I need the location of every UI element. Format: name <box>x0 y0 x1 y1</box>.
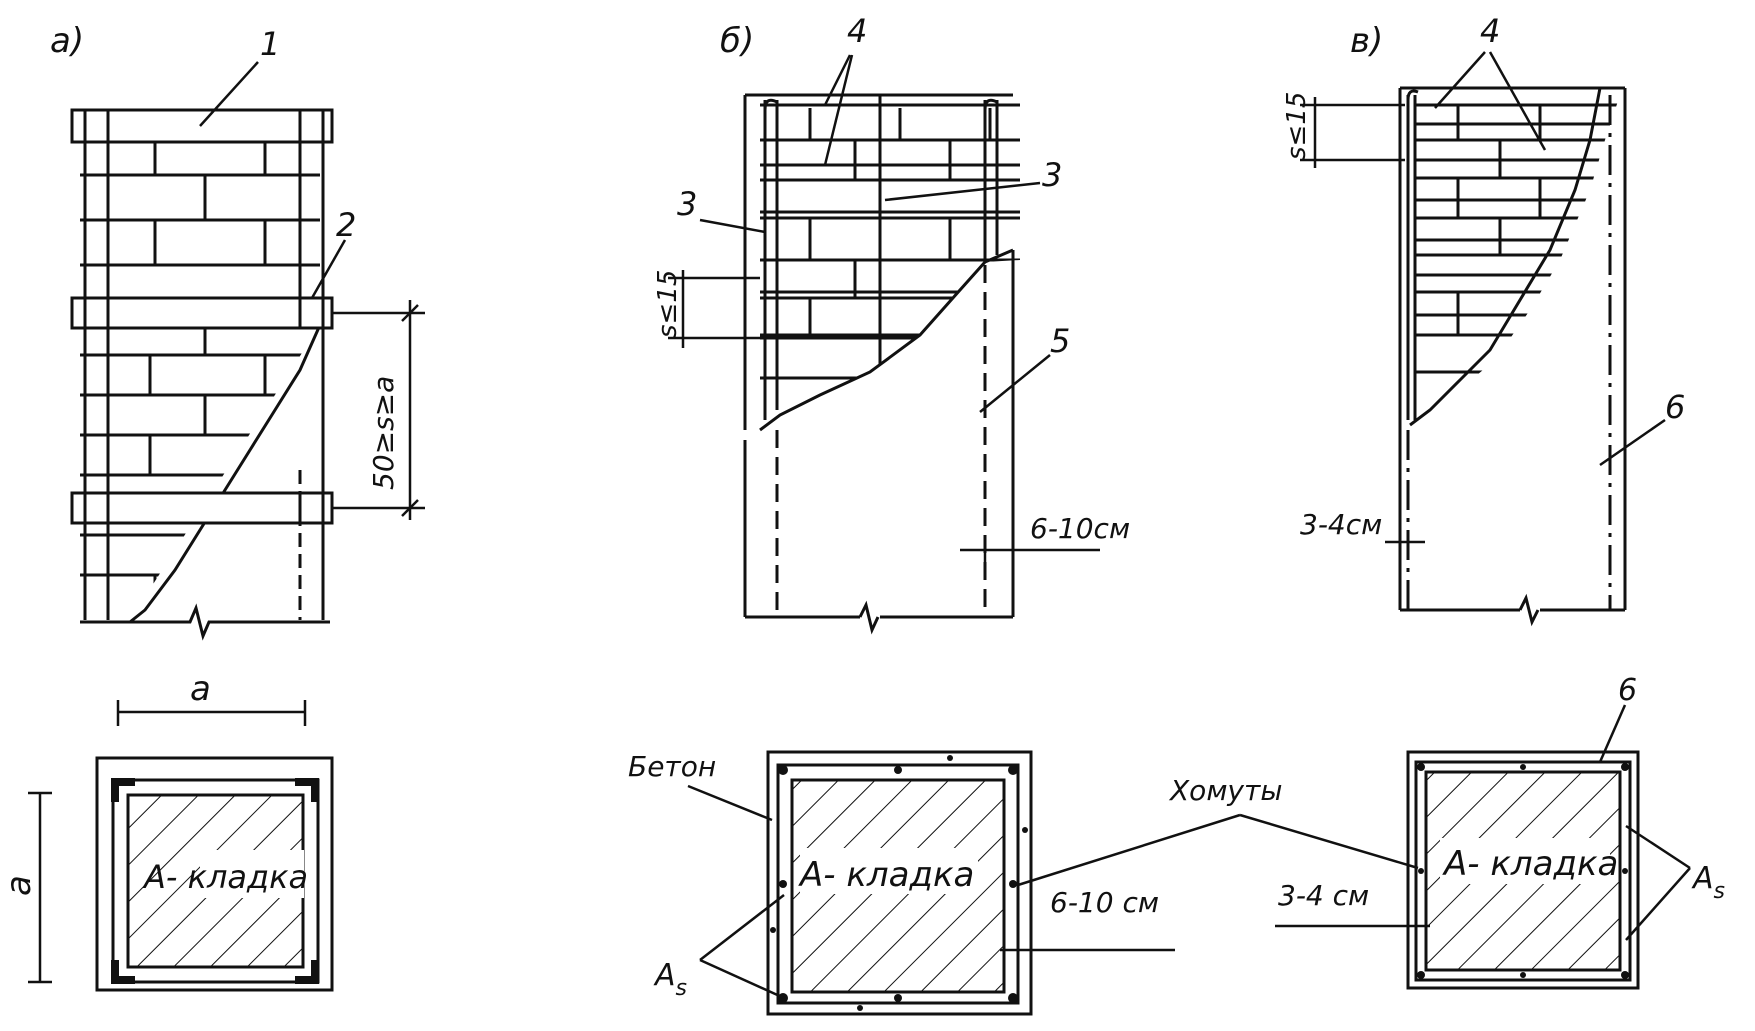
spacing-label-c: s≤15 <box>1282 92 1312 160</box>
leader-as-b-2 <box>699 958 785 1000</box>
spacing-label-b: s≤15 <box>653 270 683 338</box>
panel-c-label: в) <box>1350 21 1383 61</box>
batten-strap-middle <box>70 296 334 330</box>
leader-6-plan <box>1598 704 1627 763</box>
leader-stirrups-c <box>1239 813 1419 870</box>
bottom-break-mark-c <box>1518 593 1540 627</box>
spacing-dimension-c <box>1300 97 1405 168</box>
vertical-rebars-b <box>763 98 999 617</box>
leader-4c-1 <box>1434 51 1486 109</box>
spacing-dimension-b <box>668 270 760 348</box>
spacing-label-a: 50≥s≥a <box>367 376 400 490</box>
batten-strap-bottom <box>70 491 334 525</box>
corner-angle-sections-a <box>111 778 319 984</box>
vertical-rebars-c <box>1406 89 1612 610</box>
batten-strap-top <box>70 108 334 144</box>
panel-c-elevation: в) <box>1282 12 1685 627</box>
leader-4b-2 <box>823 54 854 166</box>
bottom-break-mark-b <box>858 600 880 635</box>
angle-ring-a <box>111 778 320 984</box>
leader-concrete <box>687 784 773 822</box>
panel-b-plan: А- кладка Бетон Хомуты 6-10 см As <box>628 750 1419 1016</box>
concrete-label: Бетон <box>628 750 716 783</box>
leader-4c-2 <box>1488 51 1547 151</box>
stirrups-label: Хомуты <box>1168 774 1282 807</box>
masonry-label-b: А- кладка <box>798 855 974 895</box>
leader-3-right <box>884 181 1041 202</box>
leader-as-c-2 <box>1625 867 1691 941</box>
brick-masonry-a <box>80 140 320 620</box>
callout-4-b: 4 <box>847 12 867 50</box>
leader-2 <box>310 239 347 299</box>
cover-label-c-elev: 3-4см <box>1300 508 1382 541</box>
panel-a-plan: a a А- кладка <box>0 669 334 992</box>
rebar-dots-c <box>1417 763 1629 979</box>
masonry-label-c: А- кладка <box>1442 844 1618 884</box>
cover-dimension-b <box>960 538 1100 562</box>
callout-3-left: 3 <box>677 185 697 223</box>
leader-1 <box>199 61 259 127</box>
break-line-c <box>1409 87 1602 427</box>
panel-a-label: а) <box>50 21 84 61</box>
leader-4b-1 <box>823 54 852 106</box>
callout-3-right: 3 <box>1042 156 1062 194</box>
callout-4-c: 4 <box>1480 12 1500 50</box>
plaster-jacket-c <box>1398 86 1627 612</box>
panel-c-plan: А- кладка 6 3-4 см As <box>1275 673 1725 990</box>
leader-as-b-1 <box>699 894 785 961</box>
callout-1: 1 <box>260 25 280 63</box>
height-label-a: a <box>0 875 39 896</box>
panel-b-elevation: б) <box>653 12 1130 635</box>
cover-dimension-c <box>1385 530 1425 554</box>
break-line-b <box>759 248 1014 432</box>
panel-a-elevation: а) <box>50 21 425 641</box>
bottom-break-mark-a <box>80 603 330 641</box>
leader-stirrups-b <box>1017 813 1241 887</box>
masonry-label-a: А- кладка <box>142 858 308 896</box>
leader-6-elev <box>1599 418 1666 467</box>
as-label-c: As <box>1691 861 1725 904</box>
callout-6-plan: 6 <box>1618 673 1637 708</box>
concrete-jacket-section-b <box>766 750 1033 1016</box>
width-dimension-a <box>116 700 307 726</box>
leader-3-left <box>699 218 766 234</box>
cover-label-c-plan: 3-4 см <box>1278 879 1369 912</box>
as-label-b: As <box>653 958 687 1001</box>
plaster-outline-a <box>95 756 334 992</box>
plaster-jacket-section-c <box>1406 750 1640 990</box>
brick-masonry-b <box>760 95 1020 400</box>
spacing-dimension-a <box>332 300 425 520</box>
leader-as-c-1 <box>1625 824 1691 870</box>
cover-label-b-elev: 6-10см <box>1030 512 1130 545</box>
break-line-a <box>129 324 322 624</box>
cover-label-b-plan: 6-10 см <box>1050 886 1159 919</box>
height-dimension-a <box>28 791 52 984</box>
batten-straps-a <box>70 108 334 525</box>
panel-b-label: б) <box>720 21 754 61</box>
stirrup-ring-c <box>1414 760 1632 982</box>
callout-6-elev: 6 <box>1665 388 1685 426</box>
callout-5: 5 <box>1050 322 1070 360</box>
callout-2: 2 <box>336 206 356 244</box>
leader-5 <box>979 354 1051 413</box>
width-label-a: a <box>190 669 211 709</box>
